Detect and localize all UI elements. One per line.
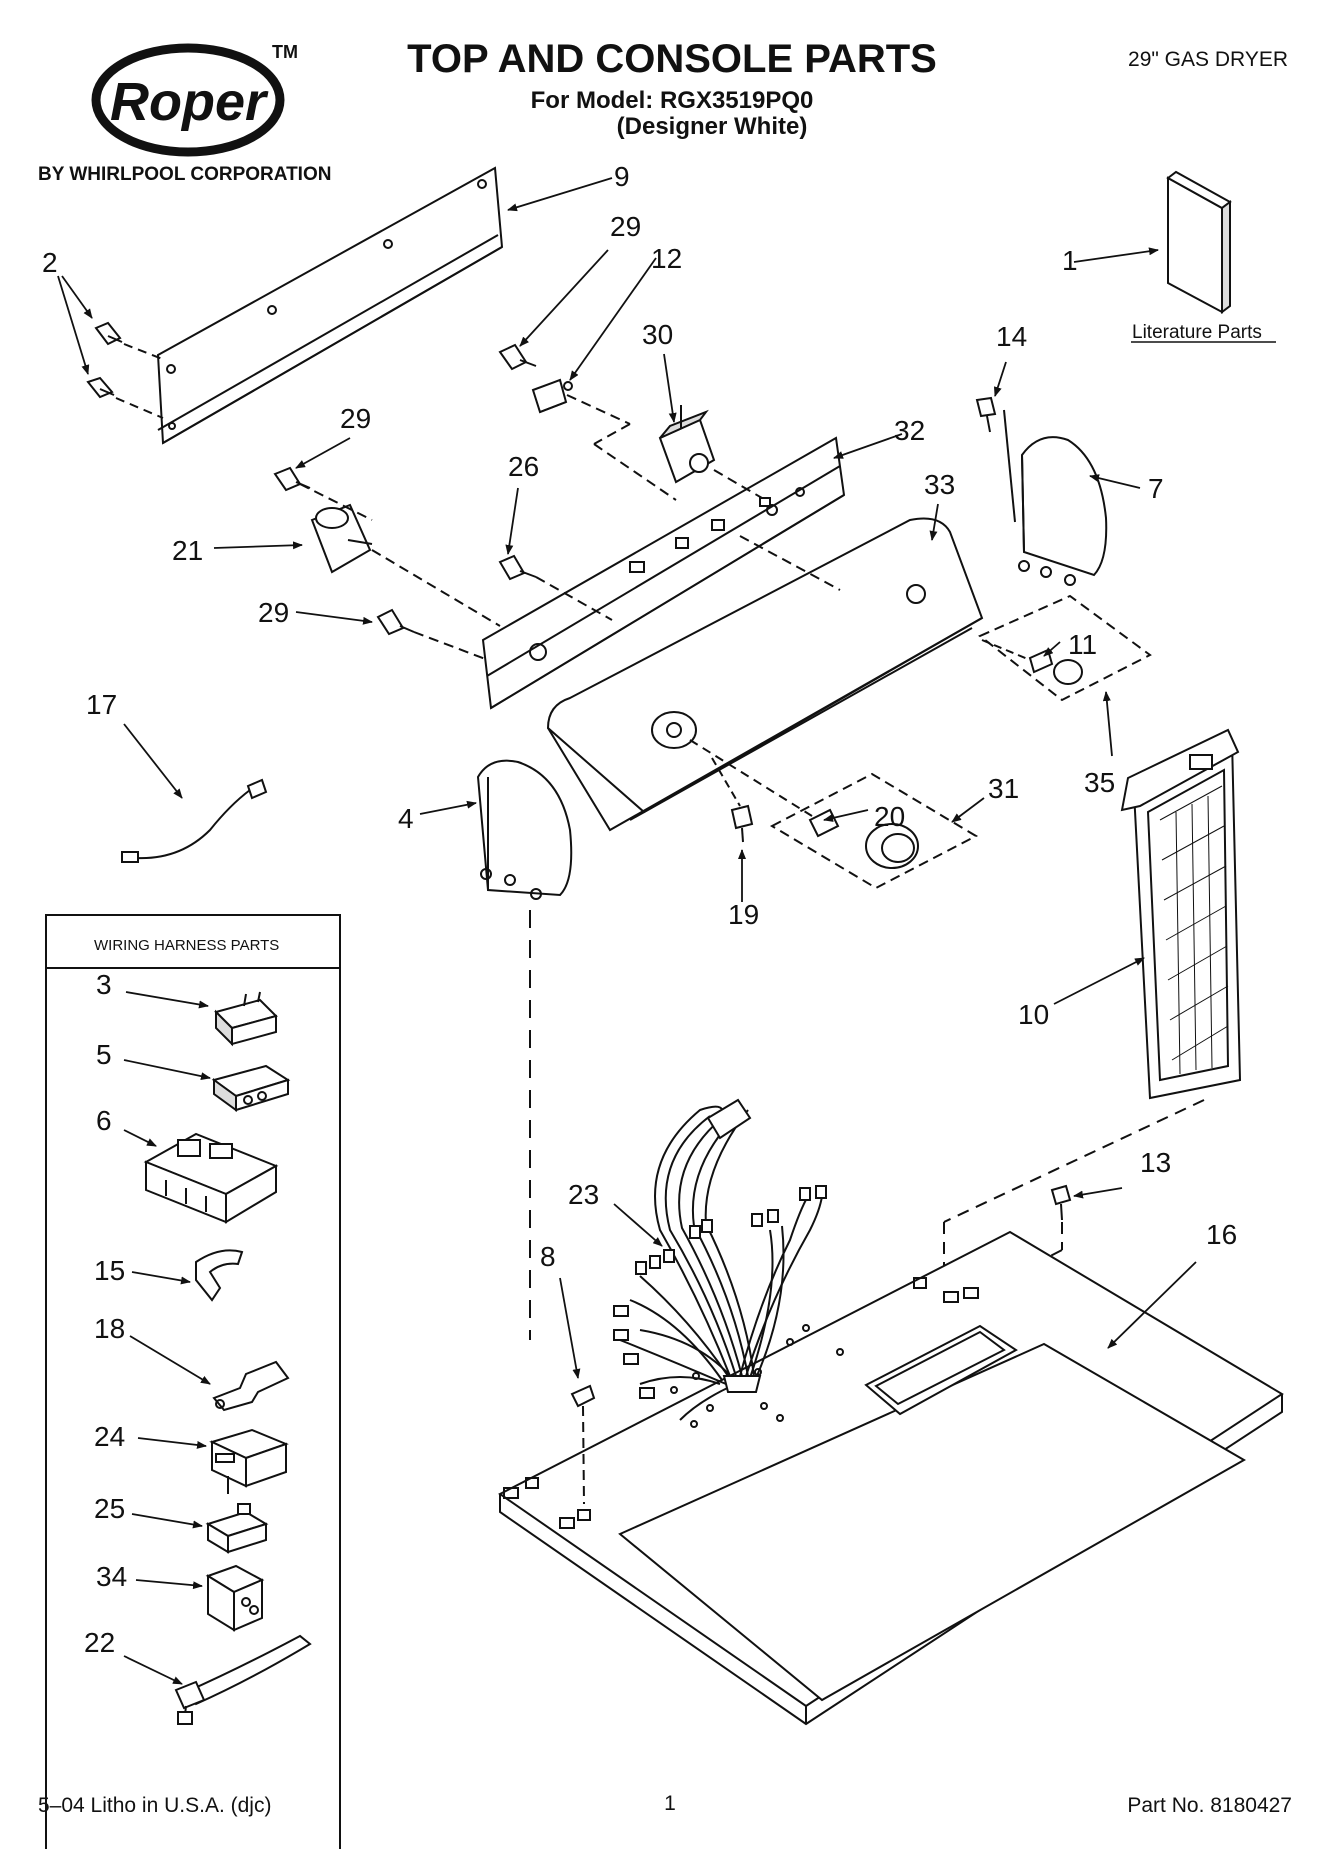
callout-22: 22 bbox=[84, 1627, 115, 1658]
callout-8: 8 bbox=[540, 1241, 556, 1272]
footer-part-number: Part No. 8180427 bbox=[1127, 1794, 1292, 1817]
callout-7: 7 bbox=[1148, 473, 1164, 504]
callout-18: 18 bbox=[94, 1313, 125, 1344]
brand-name: Roper bbox=[110, 72, 269, 132]
part-10-lint-screen bbox=[1120, 728, 1242, 1100]
callout-2: 2 bbox=[42, 247, 58, 278]
part-25-connector-housing bbox=[205, 1503, 269, 1554]
callout-labels: 9 29 12 1 2 30 14 29 32 26 7 33 21 29 11… bbox=[42, 161, 1262, 1658]
part-21-timer bbox=[310, 503, 501, 627]
part-1-literature-booklet bbox=[1166, 170, 1232, 314]
part-3-connector bbox=[214, 991, 278, 1047]
callout-6: 6 bbox=[96, 1105, 112, 1136]
part-13-screw bbox=[1050, 1184, 1072, 1221]
part-8-bracket bbox=[570, 1384, 596, 1505]
part-29-screw-top bbox=[498, 343, 537, 371]
roper-logo: Roper TM bbox=[91, 42, 298, 157]
part-19-screw bbox=[711, 757, 754, 843]
part-23-wiring-harness bbox=[613, 1098, 827, 1421]
callout-24: 24 bbox=[94, 1421, 125, 1452]
part-11-35-knob bbox=[978, 594, 1152, 702]
footer-litho: 5–04 Litho in U.S.A. (djc) bbox=[38, 1794, 271, 1817]
wiring-harness-box bbox=[45, 914, 341, 1849]
callout-30: 30 bbox=[642, 319, 673, 350]
footer-page-number: 1 bbox=[664, 1792, 676, 1815]
model-number: For Model: RGX3519PQ0 bbox=[531, 87, 814, 114]
literature-parts-label: Literature Parts bbox=[1132, 322, 1262, 343]
callout-10: 10 bbox=[1018, 999, 1049, 1030]
model-variant: (Designer White) bbox=[617, 113, 808, 140]
callout-14: 14 bbox=[996, 321, 1027, 352]
callout-20: 20 bbox=[874, 801, 905, 832]
part-34-connector-housing bbox=[205, 1564, 265, 1632]
part-24-connector-housing bbox=[209, 1428, 289, 1494]
callout-9: 9 bbox=[614, 161, 630, 192]
product-type: 29" GAS DRYER bbox=[1128, 48, 1288, 71]
part-2-screws bbox=[86, 321, 166, 419]
part-9-rear-panel bbox=[156, 166, 504, 445]
part-6-connector-block bbox=[143, 1132, 279, 1224]
part-14-screw bbox=[975, 396, 997, 433]
callout-23: 23 bbox=[568, 1179, 599, 1210]
wiring-box-title: WIRING HARNESS PARTS bbox=[94, 937, 279, 954]
part-17-wire bbox=[121, 778, 268, 863]
callout-16: 16 bbox=[1206, 1219, 1237, 1250]
callout-5: 5 bbox=[96, 1039, 112, 1070]
callout-29-top: 29 bbox=[610, 211, 641, 242]
callout-12: 12 bbox=[651, 243, 682, 274]
page-title: TOP AND CONSOLE PARTS bbox=[407, 37, 937, 81]
part-30-switch bbox=[658, 405, 716, 484]
part-22-cable-tie bbox=[174, 1634, 312, 1725]
callout-19: 19 bbox=[728, 899, 759, 930]
callout-26: 26 bbox=[508, 451, 539, 482]
part-33-console-housing bbox=[546, 517, 984, 832]
part-15-clip bbox=[195, 1249, 244, 1302]
part-12-clip bbox=[531, 378, 573, 414]
callout-32: 32 bbox=[894, 415, 925, 446]
part-7-right-end-cap bbox=[1003, 409, 1108, 586]
part-32-control-panel bbox=[481, 436, 846, 710]
part-29-screw-low bbox=[376, 608, 415, 636]
callout-29-low: 29 bbox=[258, 597, 289, 628]
callout-31: 31 bbox=[988, 773, 1019, 804]
trademark-mark: TM bbox=[272, 42, 298, 62]
callout-11: 11 bbox=[1068, 629, 1097, 660]
callout-1: 1 bbox=[1062, 245, 1078, 276]
part-4-left-end-cap bbox=[476, 759, 573, 1340]
callout-17: 17 bbox=[86, 689, 117, 720]
callout-13: 13 bbox=[1140, 1147, 1171, 1178]
callout-34: 34 bbox=[96, 1561, 127, 1592]
callout-21: 21 bbox=[172, 535, 203, 566]
part-5-connector bbox=[211, 1064, 291, 1112]
part-26-screw bbox=[498, 554, 537, 581]
callout-25: 25 bbox=[94, 1493, 125, 1524]
brand-byline: BY WHIRLPOOL CORPORATION bbox=[38, 164, 331, 185]
callout-33: 33 bbox=[924, 469, 955, 500]
callout-4: 4 bbox=[398, 803, 414, 834]
part-16-top-panel bbox=[498, 1230, 1284, 1726]
callout-29-mid: 29 bbox=[340, 403, 371, 434]
callout-3: 3 bbox=[96, 969, 112, 1000]
part-18-terminal bbox=[212, 1360, 290, 1412]
part-20-31-knob bbox=[689, 739, 979, 890]
callout-35: 35 bbox=[1084, 767, 1115, 798]
callout-15: 15 bbox=[94, 1255, 125, 1286]
